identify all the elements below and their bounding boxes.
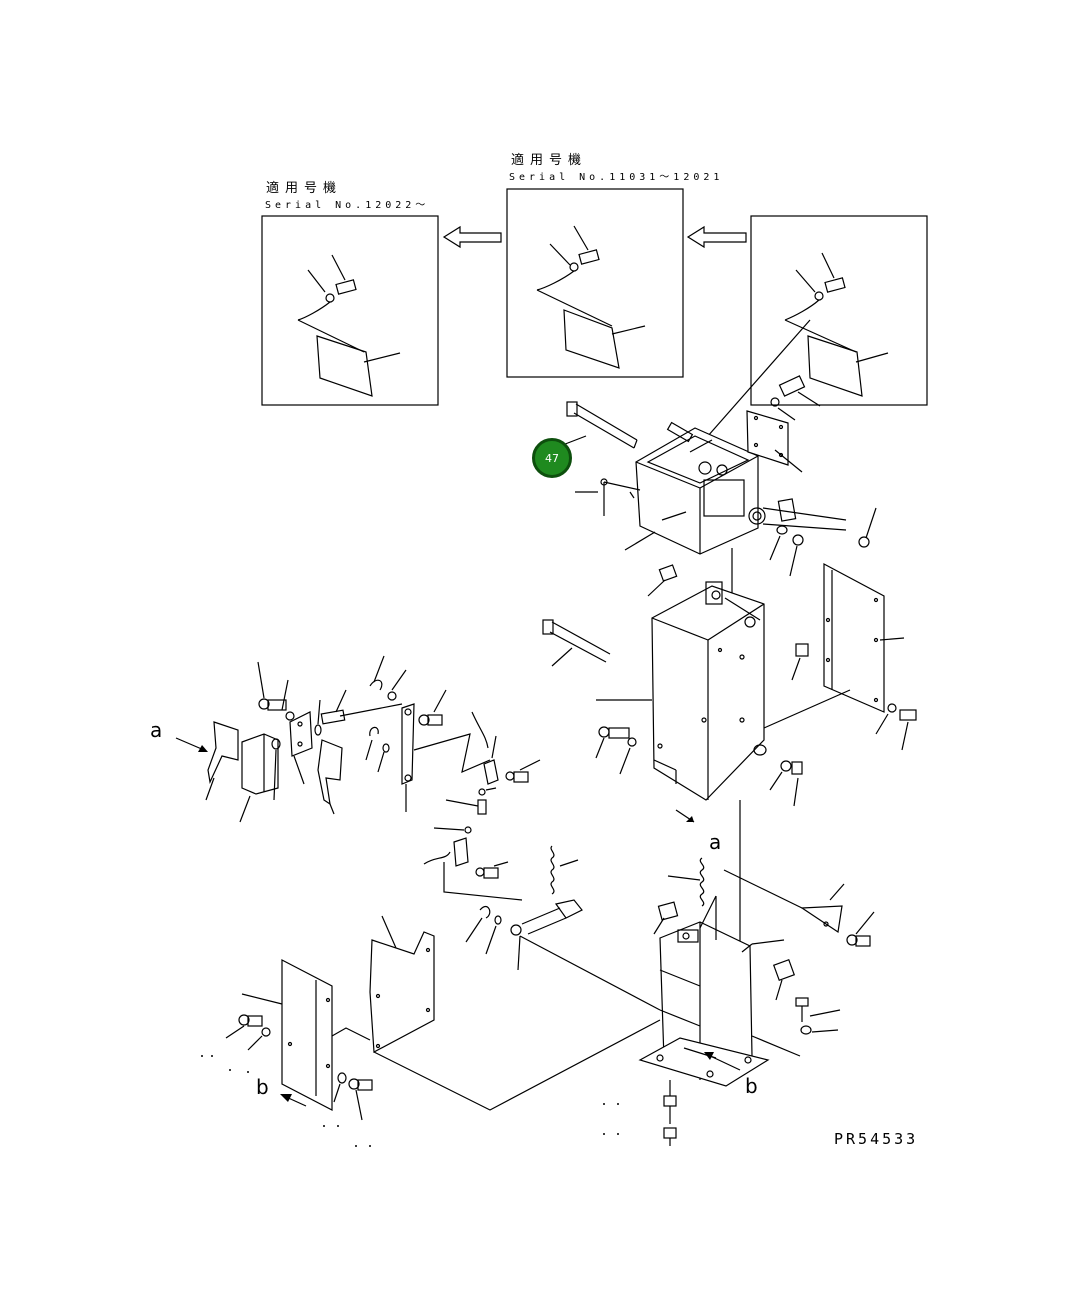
- bolt-washer-bottom-left: [333, 1072, 373, 1121]
- lever-arm-top: [748, 498, 877, 548]
- guide-plate-left: [317, 739, 343, 815]
- side-plate-right: [763, 563, 905, 729]
- drawing-code: PR54533: [834, 1130, 919, 1148]
- long-bolt-middle: [542, 619, 611, 667]
- leader-dots: [201, 1055, 619, 1147]
- cover-plate-top: [746, 410, 803, 473]
- spring-left: [550, 845, 579, 895]
- variant-serial-left: Serial No.12022～: [265, 200, 430, 211]
- variant-box-right: [750, 215, 928, 406]
- arrow-right-between-boxes: [686, 225, 747, 249]
- link-arm-left: [401, 703, 415, 812]
- variant-title-left: 適用号機: [266, 181, 343, 196]
- bushing-right-console: [791, 643, 809, 681]
- variant-serial-right: Serial No.11031～12021: [509, 172, 724, 183]
- panel-left-lower: [241, 959, 333, 1111]
- bolt-left-mid: [418, 689, 447, 726]
- block-left: [239, 733, 279, 823]
- variant-title-right: 適用号機: [511, 153, 588, 168]
- ring-left: [271, 738, 281, 801]
- view-arrow-b-right: [704, 1052, 741, 1071]
- view-arrow-a-left: [175, 737, 208, 752]
- part-callout-47[interactable]: 47: [532, 438, 572, 478]
- lever-and-bracket: [413, 711, 541, 785]
- upper-housing: [635, 421, 759, 555]
- variant-box-middle: [506, 188, 684, 378]
- bolt-washer-lower-left: [225, 1014, 271, 1051]
- flange-plate-left: [289, 711, 313, 785]
- washers-below-top-box: [769, 525, 804, 577]
- view-arrow-b-left: [280, 1094, 307, 1107]
- small-handle-top: [575, 478, 641, 516]
- clip-ring-lower: [465, 905, 502, 955]
- bushing-lower-right: [772, 958, 796, 1001]
- bracket-lower-left: [423, 837, 523, 901]
- view-label-b-left: b: [256, 1075, 269, 1099]
- bushing-top-of-console: [647, 564, 678, 597]
- bracket-left: [205, 721, 239, 801]
- panel-middle-lower: [369, 915, 435, 1053]
- clip-top-left: [369, 655, 407, 701]
- view-label-a-center: a: [709, 830, 722, 854]
- bracket-right-lower: [723, 869, 875, 947]
- view-label-b-right: b: [745, 1074, 758, 1098]
- arrow-left-between-boxes: [442, 225, 502, 249]
- pedal-lever: [510, 899, 661, 1011]
- variant-box-left: [261, 215, 439, 406]
- bolt-right-stand: [795, 997, 841, 1035]
- spring-center: [667, 857, 705, 907]
- bolt-left-console: [595, 726, 637, 775]
- washer-nut-below-console: [753, 744, 803, 807]
- view-arrow-a-center: [675, 809, 695, 823]
- small-bolt-stack: [433, 787, 497, 834]
- long-bolt-top: [559, 401, 638, 449]
- spring-clip-left: [365, 726, 390, 773]
- view-label-a-left: a: [150, 718, 163, 742]
- bushing-lower-left: [653, 901, 679, 935]
- bolt-washer-top-right: [770, 375, 821, 421]
- bolt-washer-side-plate: [875, 703, 917, 751]
- bolt-top-left: [257, 661, 295, 721]
- main-console: [651, 581, 765, 801]
- pin-and-ring: [314, 689, 403, 736]
- bolts-bottom: [663, 1080, 677, 1146]
